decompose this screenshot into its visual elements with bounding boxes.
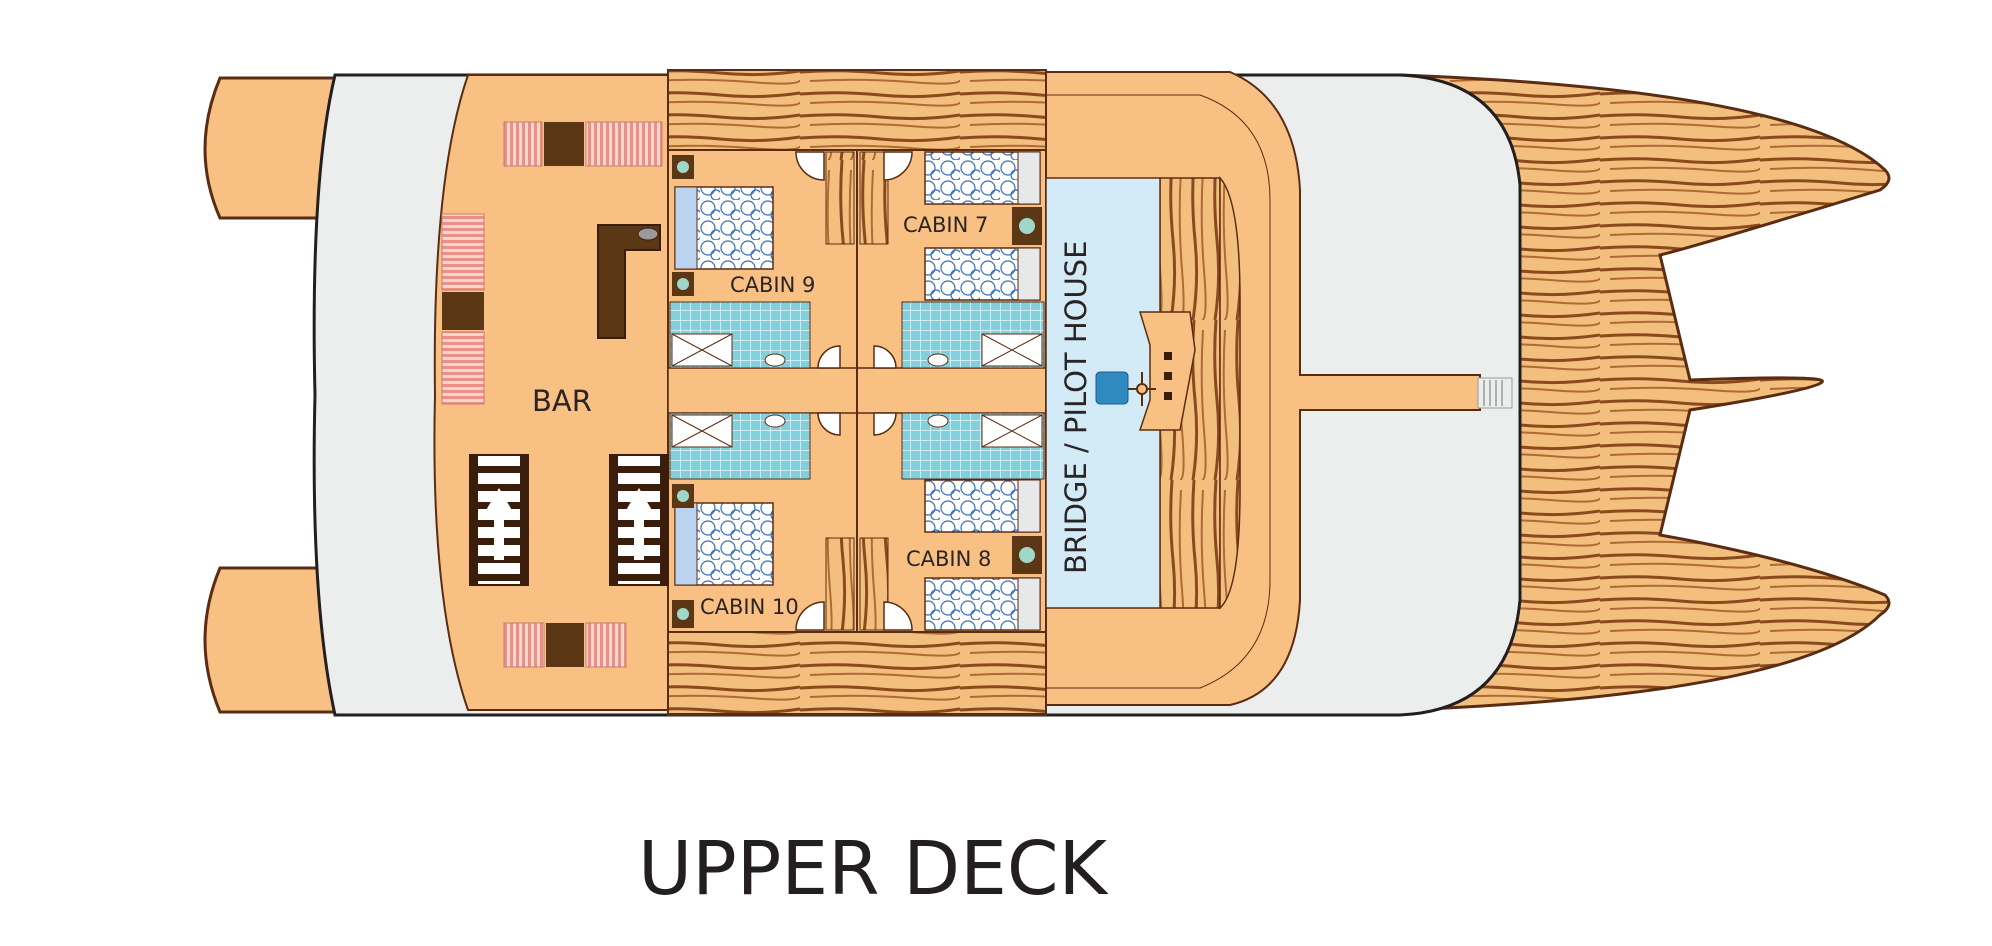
stairs-up-icon [609, 454, 669, 586]
lounger-icon [441, 121, 663, 668]
toilet-icon [764, 414, 786, 428]
bed-icon [674, 502, 774, 586]
bathroom-cabin-10 [669, 412, 811, 480]
bow-steps [1477, 377, 1513, 409]
stairs-up-icon [469, 454, 529, 586]
bed-icon [924, 479, 1041, 533]
helm-seat [1095, 371, 1129, 405]
bow-deck [1398, 73, 1891, 712]
stern-hulls [203, 76, 342, 714]
ship-wheel-icon [1128, 372, 1156, 406]
bed-icon [924, 151, 1041, 205]
room-label-bridge: BRIDGE / PILOT HOUSE [1059, 241, 1093, 574]
bathroom-cabin-8 [901, 412, 1045, 480]
bar-counter-icon [597, 224, 661, 339]
bed-icon [924, 577, 1041, 631]
toilet-icon [764, 353, 786, 367]
room-label-cabin-7: CABIN 7 [903, 213, 988, 237]
room-label-bar: BAR [532, 384, 592, 418]
bathroom-cabin-7 [901, 301, 1045, 369]
deck-title: UPPER DECK [638, 826, 1110, 912]
room-label-cabin-9: CABIN 9 [730, 273, 815, 297]
toilet-icon [927, 353, 949, 367]
bathroom-cabin-9 [669, 301, 811, 369]
bridge-pilot-house [1045, 177, 1196, 609]
room-label-cabin-10: CABIN 10 [700, 595, 799, 619]
wardrobe [825, 151, 889, 631]
room-label-cabin-8: CABIN 8 [906, 547, 991, 571]
plant-icon [672, 155, 1042, 628]
bed-icon [674, 186, 774, 270]
toilet-icon [927, 414, 949, 428]
bed-icon [924, 247, 1041, 301]
